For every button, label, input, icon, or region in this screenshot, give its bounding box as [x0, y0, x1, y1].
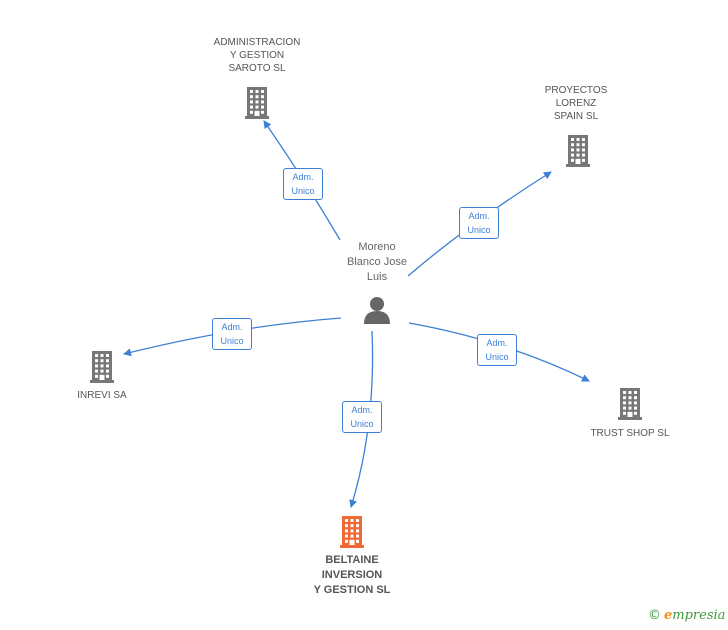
- company-name-beltaine[interactable]: BELTAINE INVERSION Y GESTION SL: [313, 554, 391, 596]
- building-icon-lorenz[interactable]: [566, 135, 590, 167]
- company-name-inrevi[interactable]: INREVI SA: [77, 390, 127, 401]
- company-name-trust[interactable]: TRUST SHOP SL: [590, 428, 670, 439]
- building-icon-saroto[interactable]: [245, 87, 269, 119]
- building-icon-inrevi[interactable]: [90, 351, 114, 383]
- relation-badge-saroto[interactable]: Adm. Unico: [283, 168, 323, 200]
- brand-name: mpresia: [672, 608, 726, 623]
- relation-badge-lorenz[interactable]: Adm. Unico: [459, 207, 499, 239]
- copyright-symbol: ©: [648, 608, 661, 623]
- company-name-saroto[interactable]: ADMINISTRACION Y GESTION SAROTO SL: [213, 37, 301, 74]
- relation-badge-beltaine[interactable]: Adm. Unico: [342, 401, 382, 433]
- relation-badge-trust[interactable]: Adm. Unico: [477, 334, 517, 366]
- company-name-lorenz[interactable]: PROYECTOS LORENZ SPAIN SL: [544, 85, 608, 122]
- person-icon[interactable]: [364, 297, 390, 324]
- person-name[interactable]: Moreno Blanco Jose Luis: [347, 241, 407, 283]
- brand-initial: e: [664, 608, 673, 623]
- building-icon-beltaine[interactable]: [340, 516, 364, 548]
- empresia-watermark: ©empresia: [648, 608, 725, 623]
- relation-badge-inrevi[interactable]: Adm. Unico: [212, 318, 252, 350]
- building-icon-trust[interactable]: [618, 388, 642, 420]
